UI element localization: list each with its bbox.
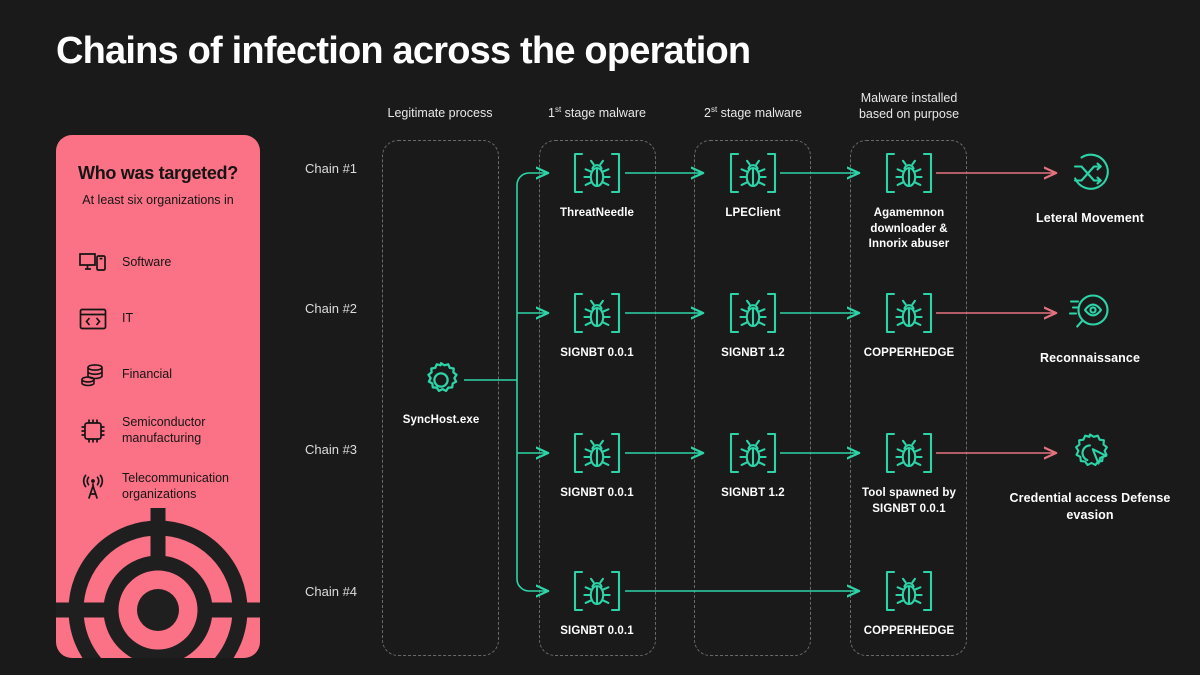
monitor-mobile-icon xyxy=(78,248,108,278)
node-label: Tool spawned by SIGNBT 0.0.1 xyxy=(862,487,956,515)
node-chain1-outcome[interactable]: Leteral Movement xyxy=(995,150,1185,227)
sector-label: Semiconductor manufacturing xyxy=(122,415,206,445)
shuffle-circle-icon xyxy=(995,150,1185,196)
column-box-purpose xyxy=(850,140,967,656)
bug-icon xyxy=(834,568,984,614)
node-chain1-purpose[interactable]: Agamemnon downloader & Innorix abuser xyxy=(834,150,984,253)
node-label: LPEClient xyxy=(725,207,781,219)
node-label: COPPERHEDGE xyxy=(863,625,955,637)
coins-stack-icon xyxy=(78,360,108,390)
chain-label-1: Chain #1 xyxy=(305,161,358,176)
chain-label-4: Chain #4 xyxy=(305,584,358,599)
outcome-label: Reconnaissance xyxy=(1039,351,1141,365)
node-chain4-purpose[interactable]: COPPERHEDGE xyxy=(834,568,984,640)
sector-list: Software IT xyxy=(78,235,258,515)
node-label: SIGNBT 0.0.1 xyxy=(560,487,634,499)
bug-icon xyxy=(522,430,672,476)
bug-icon xyxy=(834,290,984,336)
column-box-legitimate xyxy=(382,140,499,656)
node-label: SyncHost.exe xyxy=(402,414,480,426)
eye-magnifier-icon xyxy=(995,290,1185,336)
code-window-icon xyxy=(78,304,108,334)
column-header-legitimate: Legitimate process xyxy=(387,106,493,120)
node-chain3-stage2[interactable]: SIGNBT 1.2 xyxy=(678,430,828,502)
node-label: Agamemnon downloader & Innorix abuser xyxy=(868,207,950,251)
node-label: ThreatNeedle xyxy=(559,207,635,219)
bug-icon xyxy=(522,290,672,336)
column-header-stage2: 2st stage malware xyxy=(704,105,802,121)
gear-cursor-icon xyxy=(995,430,1185,476)
sector-item-financial: Financial xyxy=(78,347,258,403)
sector-label: IT xyxy=(122,311,134,326)
panel-heading: Who was targeted? xyxy=(78,163,238,183)
node-chain2-stage1[interactable]: SIGNBT 0.0.1 xyxy=(522,290,672,362)
panel-subheading: At least six organizations in xyxy=(82,193,234,207)
column-header-stage1: 1st stage malware xyxy=(548,105,646,121)
page-title: Chains of infection across the operation xyxy=(56,30,751,72)
bug-icon xyxy=(834,430,984,476)
sector-label: Financial xyxy=(122,367,173,382)
node-label: SIGNBT 1.2 xyxy=(721,347,785,359)
node-chain3-outcome[interactable]: Credential access Defense evasion xyxy=(995,430,1185,524)
gear-icon xyxy=(366,357,516,403)
node-chain2-purpose[interactable]: COPPERHEDGE xyxy=(834,290,984,362)
sector-label: Telecommunication organizations xyxy=(122,471,229,501)
node-label: SIGNBT 0.0.1 xyxy=(560,347,634,359)
node-label: SIGNBT 1.2 xyxy=(721,487,785,499)
sector-label: Software xyxy=(122,255,172,270)
node-label: COPPERHEDGE xyxy=(863,347,955,359)
sector-item-semiconductor: Semiconductor manufacturing xyxy=(78,403,258,459)
node-label: SIGNBT 0.0.1 xyxy=(560,625,634,637)
chain-label-2: Chain #2 xyxy=(305,301,358,316)
target-crosshair-graphic xyxy=(56,500,260,658)
sector-item-it: IT xyxy=(78,291,258,347)
node-chain1-stage2[interactable]: LPEClient xyxy=(678,150,828,222)
node-root-synchost[interactable]: SyncHost.exe xyxy=(366,357,516,429)
node-chain3-purpose[interactable]: Tool spawned by SIGNBT 0.0.1 xyxy=(834,430,984,517)
node-chain1-stage1[interactable]: ThreatNeedle xyxy=(522,150,672,222)
column-header-purpose: Malware installed based on purpose xyxy=(858,91,960,122)
outcome-label: Credential access Defense evasion xyxy=(1009,491,1171,522)
bug-icon xyxy=(834,150,984,196)
bug-icon xyxy=(522,150,672,196)
node-chain2-stage2[interactable]: SIGNBT 1.2 xyxy=(678,290,828,362)
chip-icon xyxy=(78,416,108,446)
node-chain3-stage1[interactable]: SIGNBT 0.0.1 xyxy=(522,430,672,502)
sector-item-software: Software xyxy=(78,235,258,291)
column-box-stage2 xyxy=(694,140,811,656)
antenna-tower-icon xyxy=(78,472,108,502)
chain-label-3: Chain #3 xyxy=(305,442,358,457)
bug-icon xyxy=(522,568,672,614)
sector-item-telecom: Telecommunication organizations xyxy=(78,459,258,515)
targeted-sectors-panel: Who was targeted? At least six organizat… xyxy=(56,135,260,658)
outcome-label: Leteral Movement xyxy=(1036,211,1144,225)
node-chain2-outcome[interactable]: Reconnaissance xyxy=(995,290,1185,367)
node-chain4-stage1[interactable]: SIGNBT 0.0.1 xyxy=(522,568,672,640)
bug-icon xyxy=(678,150,828,196)
bug-icon xyxy=(678,430,828,476)
bug-icon xyxy=(678,290,828,336)
